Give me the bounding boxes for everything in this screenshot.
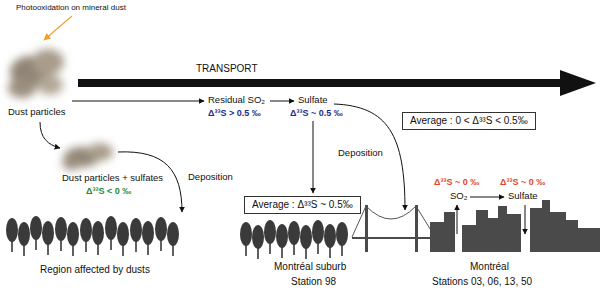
species-label: Dust particles + sulfates [62, 173, 163, 184]
flow-arrow [313, 121, 314, 193]
average-box: Average : Δ³³S ~ 0.5‰ [244, 196, 361, 214]
process-label: TRANSPORT [196, 63, 258, 75]
flow-arrow [470, 197, 504, 198]
average-value: Average : Δ³³S ~ 0.5‰ [252, 199, 353, 210]
process-label: Deposition [338, 148, 383, 159]
place-name: Montréal [470, 261, 509, 273]
deposition-arrow [525, 205, 526, 234]
species-label: Sulfate [298, 95, 328, 106]
city-skyline [352, 200, 600, 252]
species-label: SO₂ [450, 191, 467, 202]
deposition-arrow [334, 104, 405, 210]
place-name: Montréal suburb [274, 261, 346, 273]
station-label: Station 98 [291, 276, 336, 288]
process-label: Photooxidation on mineral dust [16, 3, 126, 12]
flow-arrow [270, 101, 294, 102]
flow-arrow [72, 101, 204, 102]
emission-arrow [457, 205, 458, 234]
transport-arrow [78, 70, 596, 96]
species-label: Dust particles [8, 107, 66, 118]
forest [6, 216, 179, 256]
forest [240, 220, 348, 259]
light-arrow [44, 16, 72, 40]
isotope-value: Δ³³S < 0 ‰ [86, 186, 131, 196]
isotope-value: Δ³³S > 0.5 ‰ [208, 108, 261, 118]
isotope-value: Δ³³S ~ 0 ‰ [434, 177, 479, 187]
species-label: Residual SO₂ [208, 95, 265, 106]
dust-cloud [8, 49, 64, 98]
average-box: Average : 0 < Δ³³S < 0.5‰ [402, 112, 536, 130]
process-label: Deposition [188, 172, 233, 183]
place-name: Region affected by dusts [40, 264, 150, 276]
species-label: Sulfate [508, 191, 538, 202]
flow-arrow [40, 122, 60, 148]
average-value: Average : 0 < Δ³³S < 0.5‰ [410, 115, 528, 126]
dust-cloud [62, 143, 113, 170]
isotope-value: Δ³³S ~ 0 ‰ [500, 177, 545, 187]
station-label: Stations 03, 06, 13, 50 [432, 276, 532, 288]
isotope-value: Δ³³S ~ 0.5 ‰ [290, 108, 343, 118]
